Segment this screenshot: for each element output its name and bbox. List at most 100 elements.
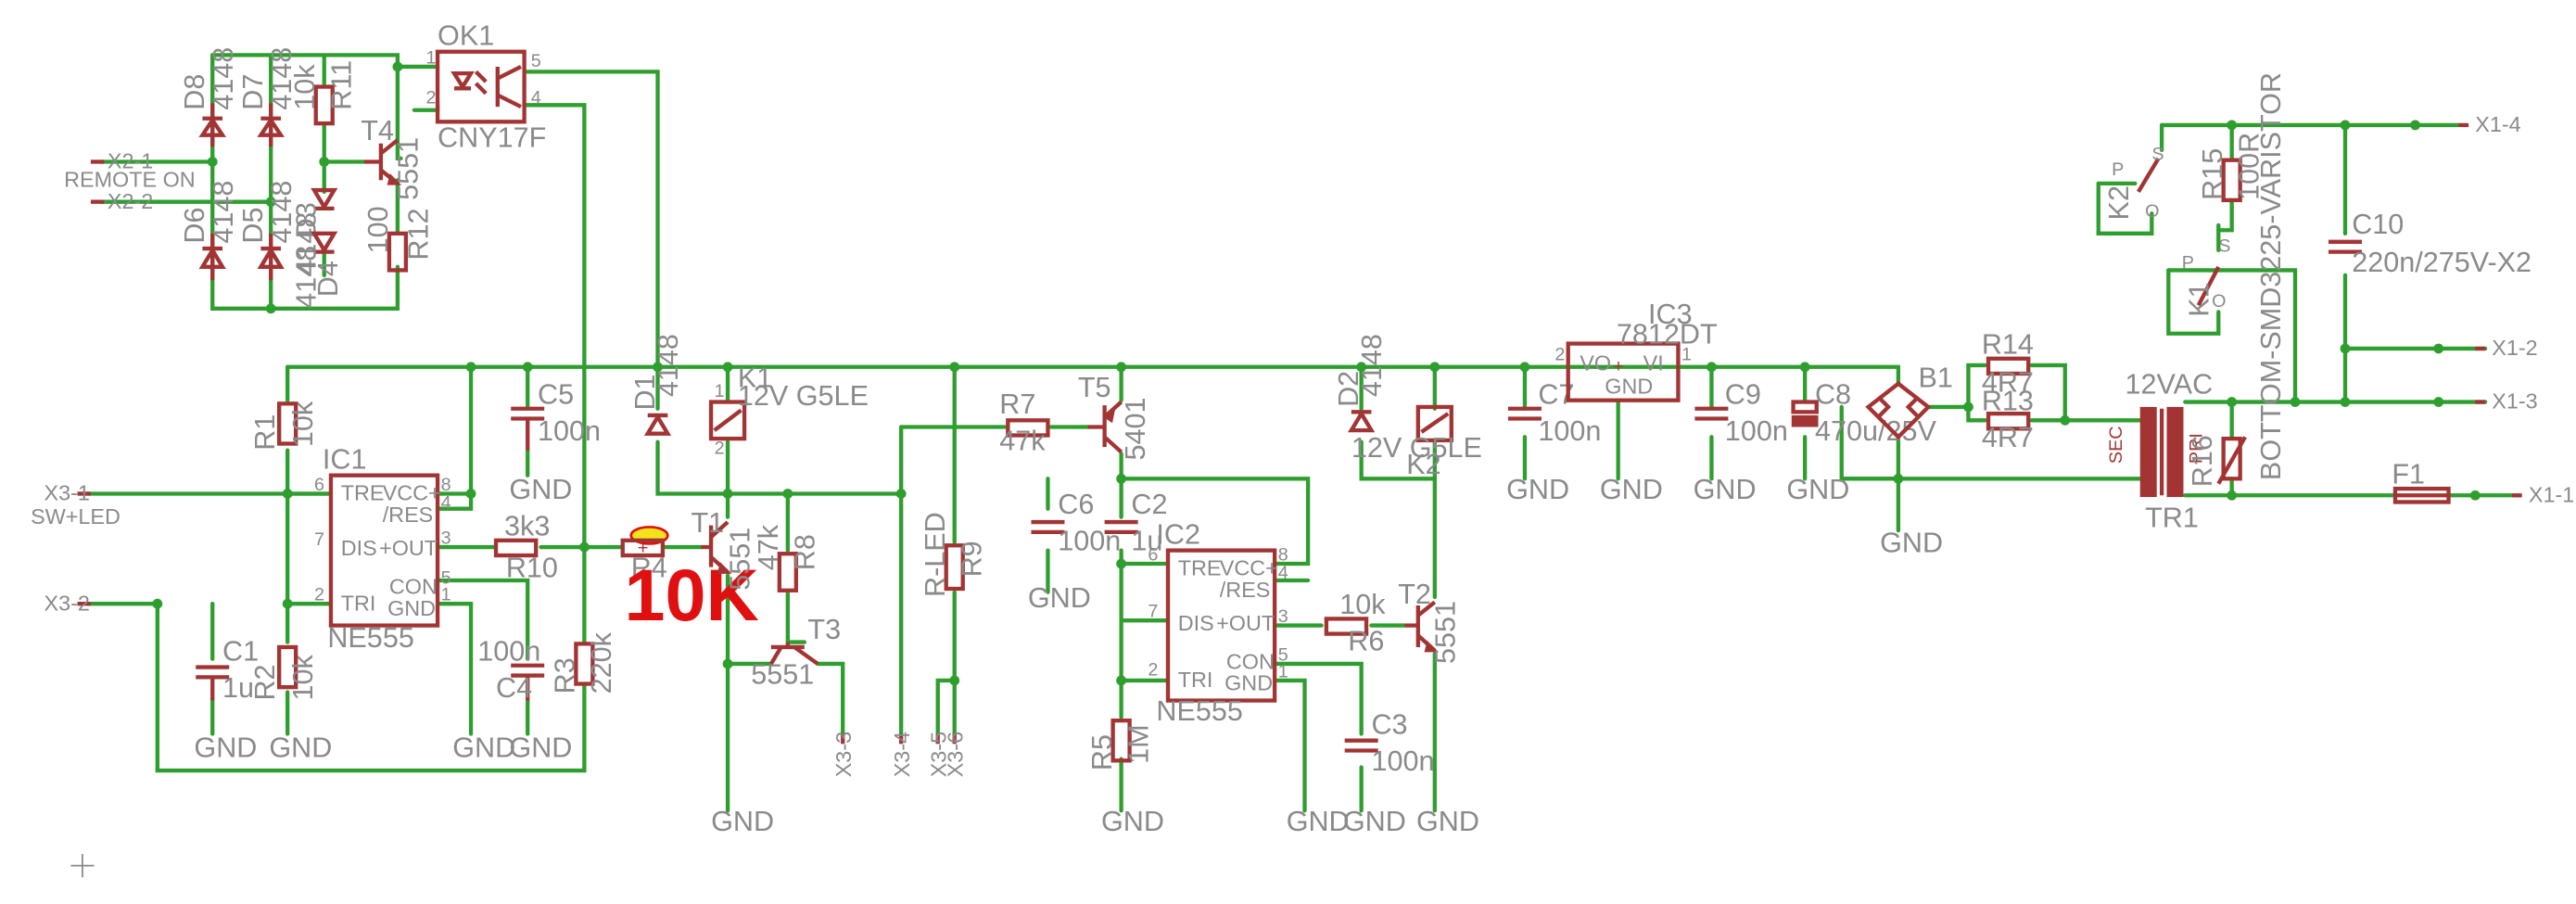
connector-x1-3: X1-3 (2475, 389, 2538, 414)
svg-text:D1: D1 (629, 374, 661, 410)
connector-x3-5: X3-5 (927, 732, 951, 777)
svg-text:1: 1 (425, 47, 436, 68)
svg-text:+OUT: +OUT (379, 536, 438, 560)
connector-x2-1: X2-1 (90, 149, 153, 173)
svg-text:GND: GND (1101, 806, 1164, 837)
svg-text:4148: 4148 (266, 181, 298, 244)
bridge-rectifier-b1: B1 GND (1865, 362, 1953, 558)
svg-text:12V G5LE: 12V G5LE (738, 380, 869, 412)
svg-text:X3-6: X3-6 (944, 732, 968, 777)
svg-text:4R7: 4R7 (1982, 367, 2034, 399)
svg-text:3: 3 (1278, 606, 1288, 627)
svg-text:1u: 1u (1131, 526, 1162, 557)
svg-text:R1: R1 (249, 414, 281, 451)
resistor-r4: + R4 (620, 526, 669, 583)
svg-text:VI: VI (1643, 350, 1664, 375)
svg-text:1u: 1u (222, 672, 254, 704)
svg-text:X1-4: X1-4 (2475, 112, 2520, 136)
svg-text:220k: 220k (586, 631, 617, 694)
svg-text:GND: GND (1225, 671, 1273, 695)
svg-text:K1: K1 (2183, 282, 2214, 316)
svg-text:NE555: NE555 (327, 622, 414, 654)
junctions (152, 61, 2481, 686)
resistor-r12: 100 R12 (362, 206, 434, 273)
svg-text:SEC: SEC (2106, 426, 2126, 464)
svg-text:C10: C10 (2352, 209, 2404, 240)
svg-text:R10: R10 (506, 552, 558, 583)
svg-text:S: S (2151, 145, 2164, 165)
ic1-ne555: IC1 NE555 TRE VCC+ /RES DIS +OUT TRI CON… (314, 443, 451, 653)
svg-text:4148: 4148 (208, 181, 239, 244)
capacitor-c6: C6 100n GND (1028, 489, 1121, 614)
svg-text:5551: 5551 (751, 659, 814, 691)
capacitor-c7: C7 100n GND (1506, 378, 1601, 505)
svg-text:5551: 5551 (724, 528, 755, 591)
transistor-t4: T4 5551 (361, 115, 424, 200)
resistor-r8: 47k R8 (753, 524, 821, 592)
svg-text:GND: GND (194, 732, 257, 764)
svg-text:GND: GND (1028, 582, 1091, 614)
relay-k1-coil: K1 12V G5LE 12 (708, 362, 869, 458)
svg-text:X1-1: X1-1 (2529, 482, 2574, 506)
svg-text:IC3: IC3 (1648, 299, 1693, 330)
svg-text:R11: R11 (326, 60, 358, 110)
resistor-r5: R5 1M GND (1086, 718, 1164, 837)
svg-text:6: 6 (314, 475, 324, 495)
diode-d4: D4 4148 (291, 231, 344, 309)
svg-text:5551: 5551 (1429, 601, 1461, 664)
label-remote-on: REMOTE ON (64, 167, 196, 191)
svg-text:SW+LED: SW+LED (31, 504, 121, 528)
resistor-r1: R1 10k (249, 401, 319, 451)
svg-text:2: 2 (1554, 345, 1565, 365)
gnd-t1: GND (711, 806, 774, 837)
svg-text:GND: GND (1600, 474, 1663, 505)
connector-x1-1: X1-1 (2511, 482, 2574, 506)
svg-text:10k: 10k (287, 401, 319, 447)
diode-d6: D6 4148 (179, 181, 239, 281)
svg-text:4148: 4148 (1356, 334, 1388, 397)
svg-text:4: 4 (531, 88, 541, 108)
diode-d5: D5 4148 (237, 181, 298, 281)
svg-text:4148: 4148 (653, 334, 684, 397)
svg-text:1: 1 (1278, 661, 1288, 681)
svg-text:X1-3: X1-3 (2492, 389, 2537, 414)
svg-text:DIS: DIS (341, 536, 377, 560)
svg-text:/RES: /RES (1220, 578, 1271, 602)
transformer-tr1: 12VAC SEC PRI TR1 (2106, 369, 2213, 534)
svg-text:TRE: TRE (1178, 556, 1222, 580)
svg-text:100n: 100n (1371, 745, 1434, 777)
svg-text:IC1: IC1 (323, 443, 367, 475)
svg-text:4: 4 (1278, 563, 1288, 583)
svg-text:CNY17F: CNY17F (438, 121, 546, 153)
svg-text:R9: R9 (957, 541, 988, 577)
svg-text:470u/25V: 470u/25V (1815, 415, 1937, 447)
svg-text:47k: 47k (999, 426, 1046, 457)
connector-x3-2: X3-2 (44, 591, 91, 615)
svg-text:7812DT: 7812DT (1617, 319, 1718, 350)
svg-text:1M: 1M (1123, 724, 1154, 763)
resistor-r7: R7 47k (999, 388, 1050, 457)
svg-text:7: 7 (1148, 602, 1158, 622)
svg-text:O: O (2145, 201, 2159, 222)
svg-text:GND: GND (269, 732, 332, 764)
svg-text:100: 100 (362, 206, 394, 253)
gnd-ic2: GND (1287, 806, 1350, 837)
svg-text:R2: R2 (249, 664, 281, 700)
svg-text:C1: C1 (222, 635, 259, 667)
svg-text:GND: GND (1506, 474, 1569, 505)
svg-text:S: S (2218, 236, 2230, 257)
svg-text:100n: 100n (538, 415, 601, 447)
connector-x3-4: X3-4 (890, 732, 914, 777)
svg-text:+OUT: +OUT (1216, 611, 1275, 635)
svg-text:GND: GND (509, 474, 572, 505)
svg-text:4R7: 4R7 (1982, 422, 2034, 453)
svg-text:T5: T5 (1078, 372, 1111, 403)
svg-text:4: 4 (441, 493, 451, 514)
svg-text:X3-5: X3-5 (927, 732, 951, 777)
svg-text:D4: D4 (312, 261, 344, 297)
resistor-r11: 10k R11 (289, 60, 358, 126)
svg-text:D7: D7 (237, 74, 269, 110)
svg-text:P: P (2182, 253, 2194, 274)
svg-text:8: 8 (1278, 544, 1288, 565)
